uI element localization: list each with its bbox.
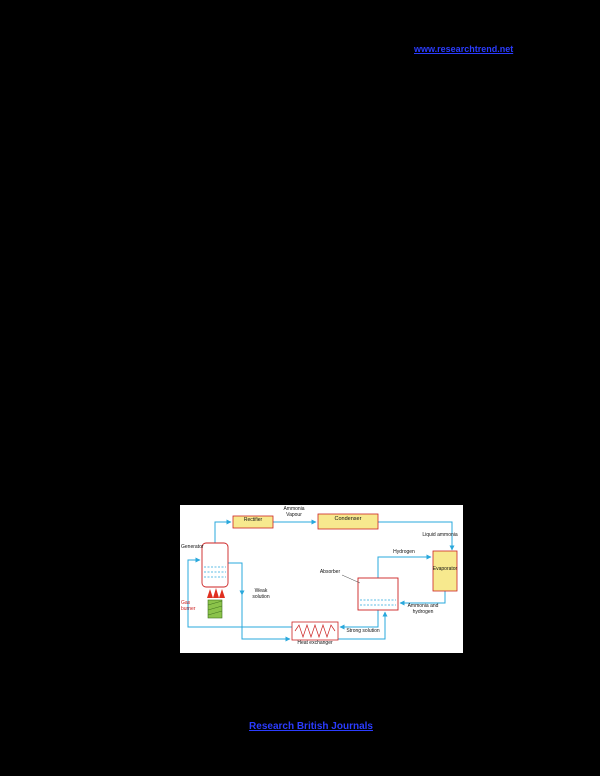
refrigeration-cycle-diagram <box>187 513 458 642</box>
heat-exchanger-box <box>291 621 339 641</box>
rectifier-box <box>232 515 274 529</box>
absorber-box <box>341 574 399 611</box>
journal-link[interactable]: Research British Journals <box>249 721 373 732</box>
website-link[interactable]: www.researchtrend.net <box>414 44 514 54</box>
generator-vessel <box>201 542 229 588</box>
gas-burner-box <box>207 599 223 619</box>
condenser-box <box>317 513 379 530</box>
refrigeration-cycle-figure: Ammonia Vapour Rectifier Condenser Liqui… <box>180 505 463 653</box>
evaporator-box <box>432 550 458 592</box>
flow-lines <box>187 519 455 642</box>
flame-icon <box>207 588 225 598</box>
